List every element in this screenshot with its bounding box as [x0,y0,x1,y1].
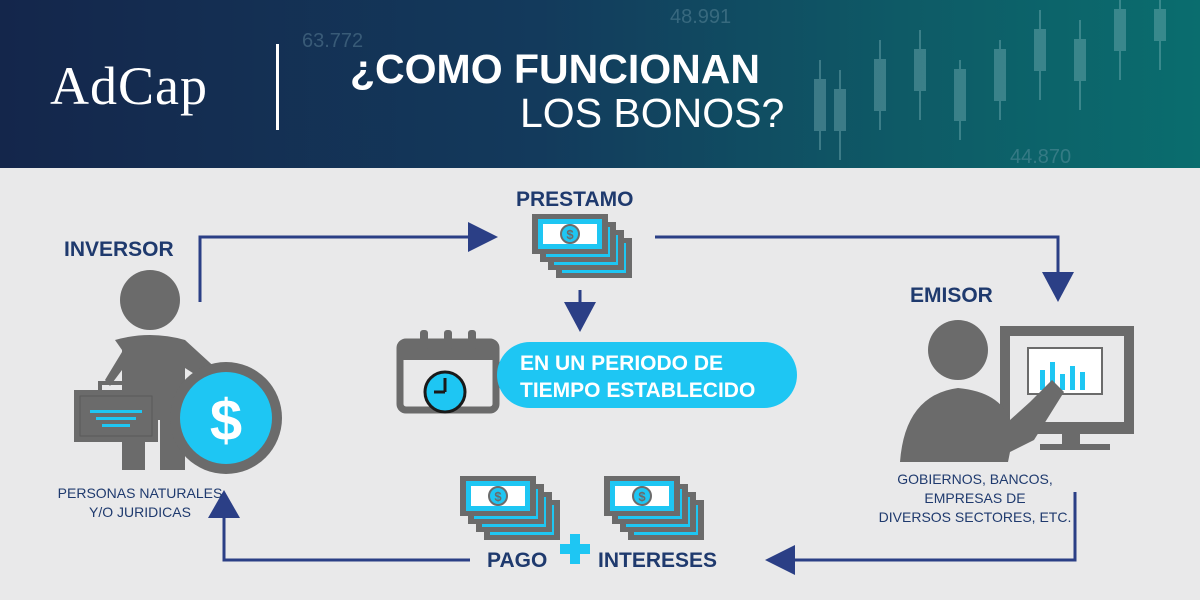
arrowheads [208,222,1074,575]
bg-number: 63.772 [302,30,364,52]
period-pill [497,342,797,408]
inversor-caption: PERSONAS NATURALES Y/O JURIDICAS [40,484,240,522]
flow-arrows [198,235,1077,562]
emisor-caption-line2: EMPRESAS DE [924,490,1026,506]
page-title-line2: LOS BONOS? [520,90,785,136]
emisor-label: EMISOR [910,284,993,307]
arrowhead-left [765,545,795,575]
money-stack-icon [603,475,705,541]
logo-divider [276,44,279,130]
calendar-clock-icon [396,330,500,414]
arrow-pago-to-inversor [222,515,470,562]
pago-label: PAGO [487,549,548,572]
prestamo-label: PRESTAMO [516,188,634,211]
arrowhead-down [1042,272,1074,302]
inversor-label: INVERSOR [64,238,174,261]
adcap-logo: AdCap [50,56,208,116]
bg-number: 48.991 [670,6,732,28]
bg-number: 44.870 [1010,146,1072,168]
arrow-inversor-to-prestamo [198,235,470,302]
plus-icon [560,534,590,564]
candlestick-background [814,0,1166,160]
money-stack-icon [459,475,561,541]
arrow-prestamo-to-emisor [655,235,1060,275]
briefcase-icon [74,381,158,442]
coin-symbol: $ [210,388,242,453]
dollar-coin-icon: $ [170,362,282,474]
period-line2: TIEMPO ESTABLECIDO [520,379,756,402]
issuer-person-icon [900,320,1064,462]
inversor-caption-line1: PERSONAS NATURALES [57,485,223,501]
arrow-emisor-to-pago [793,492,1077,562]
page-title-line1: ¿COMO FUNCIONAN [350,46,760,92]
inversor-caption-line2: Y/O JURIDICAS [89,504,191,520]
money-stack-icon [531,213,633,279]
period-line1: EN UN PERIODO DE [520,352,724,375]
header-banner: 63.772 48.991 44.870 AdCap ¿COMO FUNCION… [0,0,1200,168]
emisor-caption-line3: DIVERSOS SECTORES, ETC. [878,509,1072,525]
period-text: EN UN PERIODO DE TIEMPO ESTABLECIDO [520,350,755,404]
emisor-caption: GOBIERNOS, BANCOS, EMPRESAS DE DIVERSOS … [860,470,1090,527]
arrowhead-up [208,490,240,518]
emisor-caption-line1: GOBIERNOS, BANCOS, [897,471,1053,487]
intereses-label: INTERESES [598,549,718,572]
arrowhead-down [564,302,596,332]
arrowhead-right [468,222,498,252]
